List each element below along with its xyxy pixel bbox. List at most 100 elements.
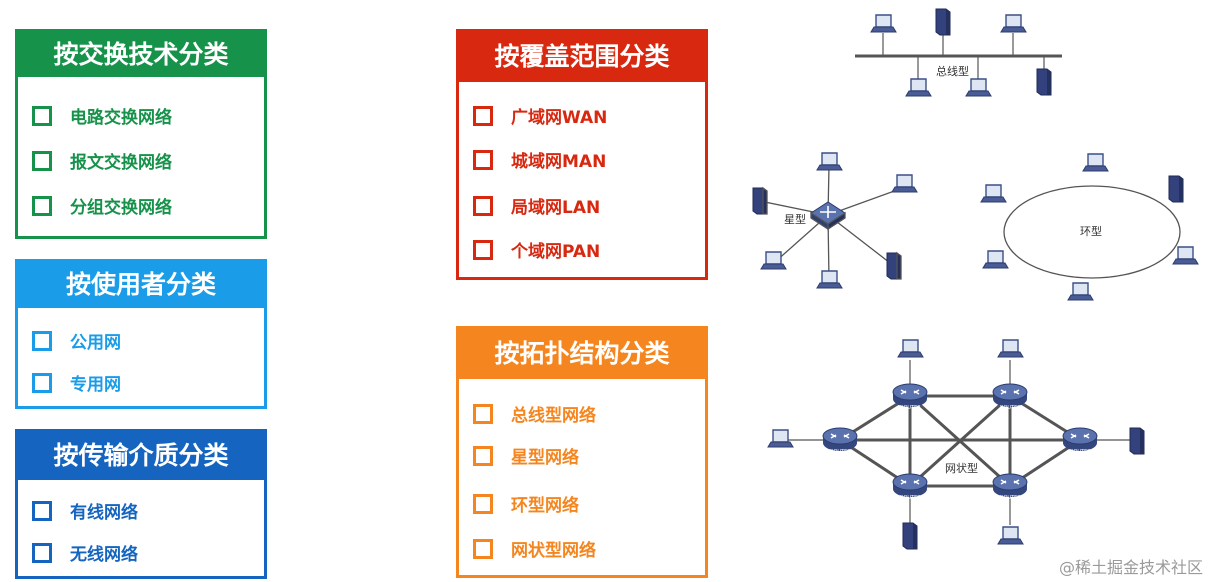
- star-label: 星型: [784, 212, 806, 226]
- checkbox[interactable]: [32, 105, 52, 126]
- checkbox-item[interactable]: 报文交换网络: [32, 148, 172, 173]
- laptop-icon: [1000, 14, 1027, 33]
- checkbox-label: 广域网WAN: [511, 108, 608, 128]
- checkbox-item[interactable]: 个域网PAN: [473, 237, 600, 262]
- laptop-icon: [897, 339, 924, 358]
- checkbox[interactable]: [473, 239, 493, 260]
- laptop-icon: [891, 174, 918, 193]
- router-icon: [1062, 427, 1098, 452]
- checkbox-label: 分组交换网络: [70, 198, 172, 218]
- checkbox-item[interactable]: 环型网络: [473, 491, 579, 516]
- checkbox[interactable]: [473, 403, 493, 424]
- card-title: 按传输介质分类: [18, 432, 264, 480]
- router-icon: [892, 473, 928, 498]
- checkbox-item[interactable]: 网状型网络: [473, 536, 596, 561]
- ring-topology: 环型: [980, 153, 1199, 301]
- laptop-icon: [980, 184, 1007, 203]
- router-icon: [892, 383, 928, 408]
- bus-label: 总线型: [936, 64, 969, 78]
- card-title: 按交换技术分类: [18, 32, 264, 77]
- checkbox-item[interactable]: 电路交换网络: [32, 103, 172, 128]
- checkbox-item[interactable]: 有线网络: [32, 498, 138, 523]
- router-caption: ROUTER: [900, 495, 921, 501]
- checkbox-label: 电路交换网络: [70, 108, 172, 128]
- checkbox-label: 报文交换网络: [70, 153, 172, 173]
- mesh-topology: ROUTER ROUTER ROUTER ROUTER ROUTER ROUTE…: [767, 339, 1145, 550]
- router-icon: [992, 473, 1028, 498]
- laptop-icon: [767, 429, 794, 448]
- laptop-icon: [816, 152, 843, 171]
- ring-label: 环型: [1080, 224, 1102, 238]
- checkbox-label: 无线网络: [70, 545, 138, 565]
- checkbox[interactable]: [473, 149, 493, 170]
- router-caption: ROUTER: [830, 449, 851, 455]
- card-title: 按拓扑结构分类: [459, 329, 705, 379]
- laptop-icon: [1082, 153, 1109, 172]
- server-icon: [752, 187, 768, 215]
- checkbox-item[interactable]: 总线型网络: [473, 401, 596, 426]
- user-category-card: 按使用者分类 公用网 专用网: [15, 259, 267, 409]
- router-caption: ROUTER: [1070, 449, 1091, 455]
- checkbox-item[interactable]: 专用网: [32, 370, 121, 395]
- checkbox-item[interactable]: 城域网MAN: [473, 147, 606, 172]
- server-icon: [886, 252, 902, 280]
- server-icon: [1129, 427, 1145, 455]
- checkbox-label: 有线网络: [70, 503, 138, 523]
- laptop-icon: [997, 339, 1024, 358]
- checkbox[interactable]: [32, 542, 52, 563]
- router-icon: [992, 383, 1028, 408]
- star-topology: 星型: [752, 152, 918, 289]
- laptop-icon: [1172, 246, 1199, 265]
- router-icon: [822, 427, 858, 452]
- card-title: 按使用者分类: [18, 262, 264, 308]
- checkbox-label: 专用网: [70, 375, 121, 395]
- mesh-label: 网状型: [945, 461, 978, 475]
- checkbox[interactable]: [32, 500, 52, 521]
- router-caption: ROUTER: [900, 405, 921, 411]
- checkbox[interactable]: [473, 493, 493, 514]
- checkbox-label: 城域网MAN: [511, 152, 607, 172]
- router-caption: ROUTER: [1000, 405, 1021, 411]
- server-icon: [935, 8, 951, 36]
- checkbox[interactable]: [473, 445, 493, 466]
- router-caption: ROUTER: [1000, 495, 1021, 501]
- topology-diagrams: 总线型 星型 环型: [752, 8, 1199, 550]
- laptop-icon: [816, 270, 843, 289]
- checkbox-label: 星型网络: [511, 448, 579, 468]
- server-icon: [902, 522, 918, 550]
- laptop-icon: [1067, 282, 1094, 301]
- checkbox[interactable]: [32, 195, 52, 216]
- laptop-icon: [870, 14, 897, 33]
- checkbox-label: 环型网络: [511, 496, 579, 516]
- checkbox-item[interactable]: 星型网络: [473, 443, 579, 468]
- checkbox-label: 网状型网络: [511, 541, 596, 561]
- checkbox-label: 总线型网络: [511, 406, 596, 426]
- checkbox[interactable]: [473, 105, 493, 126]
- checkbox[interactable]: [32, 372, 52, 393]
- checkbox-item[interactable]: 公用网: [32, 328, 121, 353]
- switching-category-card: 按交换技术分类 电路交换网络 报文交换网络 分组交换网络: [15, 29, 267, 239]
- checkbox-label: 公用网: [70, 333, 121, 353]
- checkbox-item[interactable]: 广域网WAN: [473, 103, 607, 128]
- watermark: @稀土掘金技术社区: [1058, 558, 1203, 577]
- checkbox-item[interactable]: 局域网LAN: [473, 193, 600, 218]
- checkbox-item[interactable]: 无线网络: [32, 540, 138, 565]
- checkbox[interactable]: [32, 150, 52, 171]
- checkbox-label: 个域网PAN: [511, 242, 601, 262]
- checkbox-label: 局域网LAN: [511, 198, 601, 218]
- laptop-icon: [997, 526, 1024, 545]
- medium-category-card: 按传输介质分类 有线网络 无线网络: [15, 429, 267, 579]
- server-icon: [1168, 175, 1184, 203]
- checkbox-item[interactable]: 分组交换网络: [32, 193, 172, 218]
- card-title: 按覆盖范围分类: [459, 32, 705, 82]
- bus-topology: 总线型: [855, 8, 1062, 97]
- checkbox[interactable]: [32, 330, 52, 351]
- checkbox[interactable]: [473, 195, 493, 216]
- laptop-icon: [905, 78, 932, 97]
- topology-category-card: 按拓扑结构分类 总线型网络 星型网络 环型网络 网状型网络: [456, 326, 708, 578]
- checkbox[interactable]: [473, 538, 493, 559]
- laptop-icon: [760, 251, 787, 270]
- laptop-icon: [965, 78, 992, 97]
- laptop-icon: [982, 250, 1009, 269]
- server-icon: [1036, 68, 1052, 96]
